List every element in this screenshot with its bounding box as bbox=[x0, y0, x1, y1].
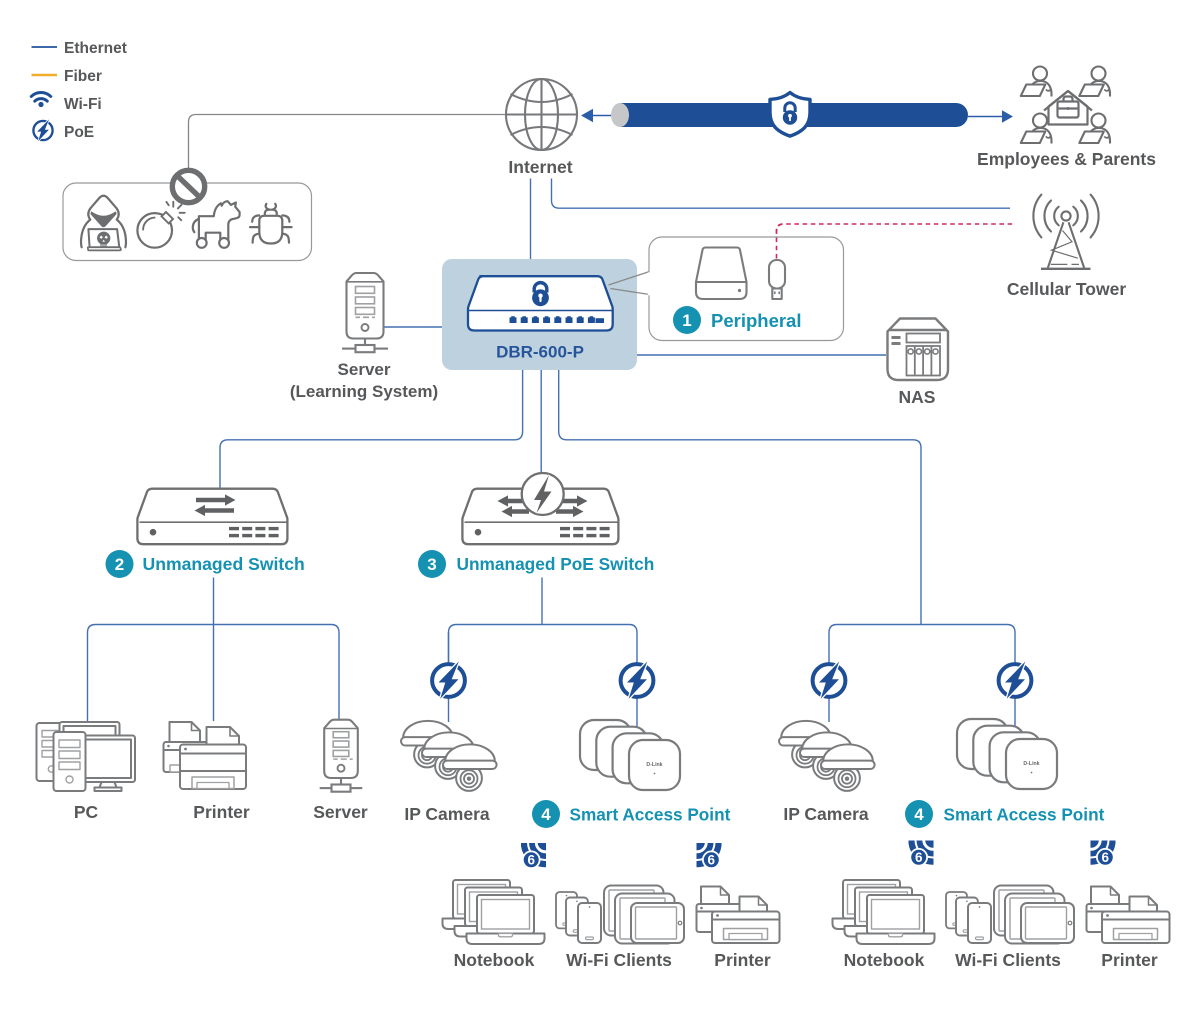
svg-text:Unmanaged Switch: Unmanaged Switch bbox=[143, 554, 305, 574]
svg-text:1: 1 bbox=[682, 311, 691, 330]
svg-text:Cellular Tower: Cellular Tower bbox=[1007, 279, 1126, 299]
svg-text:Fiber: Fiber bbox=[64, 68, 102, 85]
svg-text:Server: Server bbox=[313, 802, 368, 822]
svg-text:PoE: PoE bbox=[64, 124, 94, 141]
svg-text:Wi-Fi: Wi-Fi bbox=[64, 96, 102, 113]
svg-text:IP Camera: IP Camera bbox=[783, 804, 869, 824]
svg-text:3: 3 bbox=[427, 555, 436, 574]
svg-text:4: 4 bbox=[541, 805, 551, 824]
svg-text:D-Link: D-Link bbox=[646, 762, 662, 768]
svg-text:Internet: Internet bbox=[508, 157, 572, 177]
svg-text:(Learning System): (Learning System) bbox=[290, 382, 438, 401]
svg-text:NAS: NAS bbox=[899, 387, 936, 407]
svg-text:Printer: Printer bbox=[1101, 950, 1158, 970]
svg-text:Smart Access Point: Smart Access Point bbox=[944, 805, 1105, 825]
svg-text:Unmanaged PoE Switch: Unmanaged PoE Switch bbox=[457, 554, 655, 574]
svg-text:Server: Server bbox=[338, 360, 391, 379]
svg-text:Smart Access Point: Smart Access Point bbox=[570, 805, 731, 825]
svg-text:Printer: Printer bbox=[193, 802, 250, 822]
svg-text:Wi-Fi Clients: Wi-Fi Clients bbox=[955, 950, 1061, 970]
svg-text:Wi-Fi Clients: Wi-Fi Clients bbox=[566, 950, 672, 970]
svg-text:Ethernet: Ethernet bbox=[64, 40, 127, 57]
svg-text:Employees & Parents: Employees & Parents bbox=[977, 149, 1156, 169]
svg-text:IP Camera: IP Camera bbox=[404, 804, 490, 824]
svg-text:PC: PC bbox=[74, 802, 99, 822]
svg-text:Notebook: Notebook bbox=[454, 950, 535, 970]
svg-text:Notebook: Notebook bbox=[844, 950, 925, 970]
svg-text:4: 4 bbox=[914, 805, 924, 824]
svg-text:D-Link: D-Link bbox=[1023, 761, 1039, 767]
svg-text:DBR-600-P: DBR-600-P bbox=[496, 343, 584, 362]
svg-text:Peripheral: Peripheral bbox=[711, 310, 802, 331]
svg-text:Printer: Printer bbox=[714, 950, 771, 970]
svg-text:2: 2 bbox=[115, 555, 124, 574]
